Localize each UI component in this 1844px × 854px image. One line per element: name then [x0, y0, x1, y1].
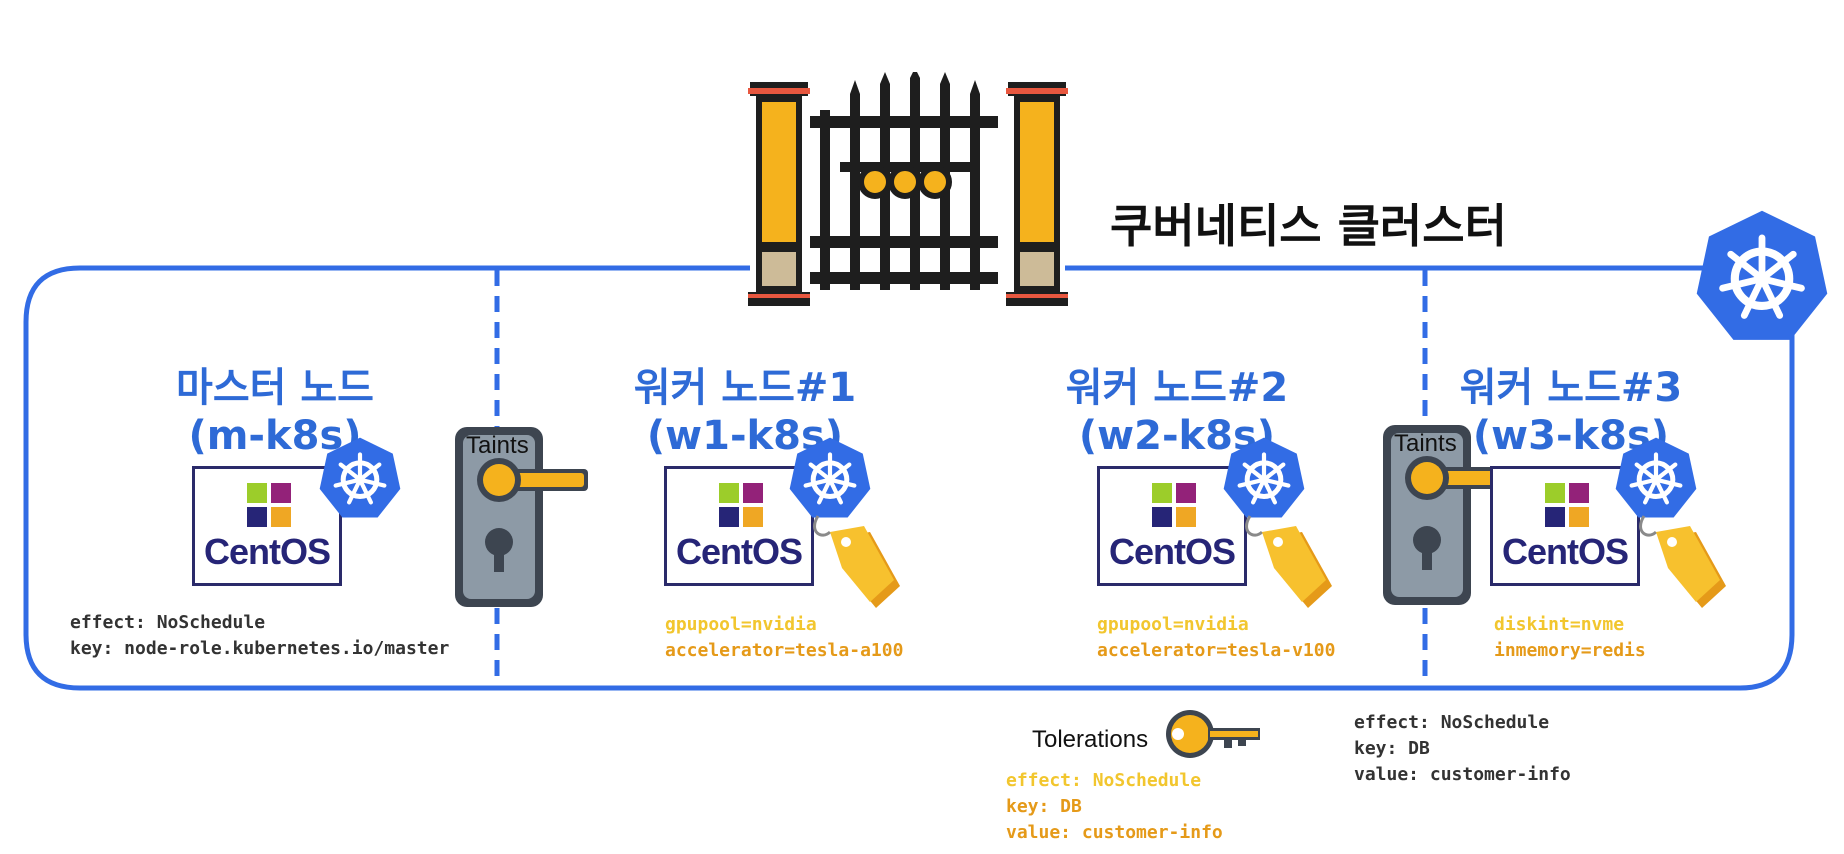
tag-icon	[1245, 515, 1332, 608]
worker1-title: 워커 노드#1	[633, 365, 857, 411]
centos-label: CentOS	[675, 531, 803, 572]
centos-label: CentOS	[1108, 531, 1236, 572]
toleration-effect: effect: NoSchedule	[1006, 770, 1202, 791]
w3-taint-value: value: customer-info	[1354, 764, 1571, 785]
kubernetes-icon	[1696, 210, 1828, 340]
worker2-title: 워커 노드#2	[1065, 365, 1289, 411]
kubernetes-icon	[1615, 437, 1697, 518]
centos-label: CentOS	[1501, 531, 1629, 572]
door-handle-icon	[455, 427, 588, 607]
worker1-label-2: accelerator=tesla-a100	[665, 640, 904, 661]
centos-logo-icon	[1148, 479, 1200, 531]
tolerations-label: Tolerations	[1032, 726, 1149, 753]
master-taint-effect: effect: NoSchedule	[70, 612, 266, 633]
centos-logo-icon	[1541, 479, 1593, 531]
master-node-title: 마스터 노드	[176, 365, 374, 411]
worker1-label-1: gpupool=nvidia	[665, 614, 817, 635]
centos-logo-icon	[715, 479, 767, 531]
worker3-label-1: diskint=nvme	[1494, 614, 1625, 635]
tag-icon	[1639, 515, 1726, 608]
worker2-label-1: gpupool=nvidia	[1097, 614, 1249, 635]
worker3-centos-box: CentOS	[1490, 466, 1640, 586]
tag-icon	[813, 515, 900, 608]
toleration-key: key: DB	[1006, 796, 1082, 817]
kubernetes-icon	[1223, 437, 1305, 518]
w3-taint-key: key: DB	[1354, 738, 1430, 759]
w3-taint-effect: effect: NoSchedule	[1354, 712, 1550, 733]
kubernetes-icon	[319, 437, 401, 518]
taints-label: Taints	[466, 432, 529, 459]
worker2-centos-box: CentOS	[1097, 466, 1247, 586]
centos-label: CentOS	[203, 531, 331, 572]
gate-icon	[748, 72, 1068, 306]
kubernetes-icon	[789, 437, 871, 518]
worker3-title: 워커 노드#3	[1459, 365, 1683, 411]
worker3-label-2: inmemory=redis	[1494, 640, 1646, 661]
toleration-value: value: customer-info	[1006, 822, 1223, 843]
key-icon	[1166, 710, 1260, 758]
taints-label: Taints	[1394, 430, 1457, 457]
centos-logo-icon	[243, 479, 295, 531]
master-centos-box: CentOS	[192, 466, 342, 586]
cluster-title: 쿠버네티스 클러스터	[1110, 199, 1507, 253]
worker2-label-2: accelerator=tesla-v100	[1097, 640, 1336, 661]
master-taint-key: key: node-role.kubernetes.io/master	[70, 638, 450, 659]
worker1-centos-box: CentOS	[664, 466, 814, 586]
